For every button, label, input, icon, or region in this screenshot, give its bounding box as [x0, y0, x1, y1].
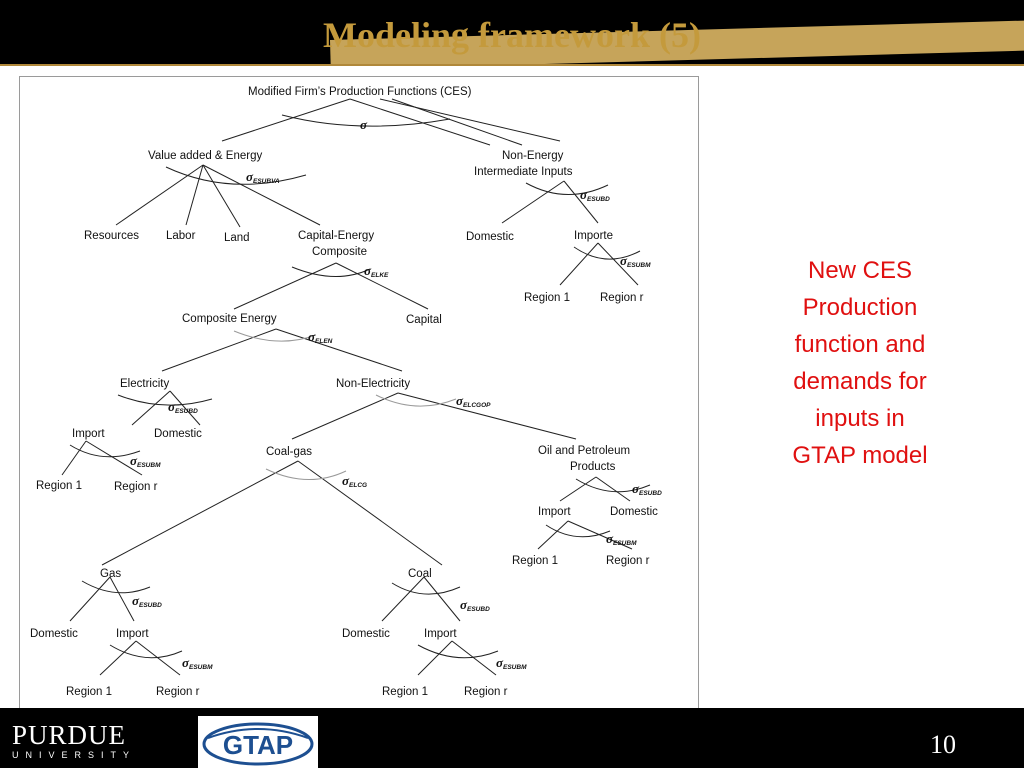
sigma-elcgop: σELCGOP [456, 393, 491, 409]
node-root: Modified Firm’s Production Functions (CE… [248, 86, 472, 98]
sigma-root: σ [360, 117, 368, 132]
node-gas-domestic: Domestic [30, 628, 78, 640]
purdue-logo-word: PURDUE [12, 720, 127, 750]
side-note-line: GTAP model [792, 442, 928, 469]
node-importe-region-1: Region 1 [524, 292, 570, 304]
tree-lines [61, 98, 651, 676]
node-labor: Labor [166, 230, 196, 242]
node-electricity-region-1: Region 1 [36, 480, 82, 492]
ces-nesting-diagram: Modified Firm’s Production Functions (CE… [19, 76, 699, 710]
slide-title: Modeling framework (5) [323, 15, 701, 55]
purdue-logo: PURDUE UNIVERSITY [12, 720, 152, 760]
gtap-logo: GTAP [198, 716, 318, 768]
sigma-elcg: σELCG [342, 473, 367, 489]
side-note-line: Production [802, 294, 918, 321]
node-capital-energy: Capital-Energy [298, 230, 374, 242]
node-electricity-domestic: Domestic [154, 428, 202, 440]
node-oil-petroleum: Oil and Petroleum [538, 445, 630, 457]
node-gas-import: Import [116, 628, 149, 640]
node-coal-import: Import [424, 628, 457, 640]
node-electricity-import: Import [72, 428, 105, 440]
sigma-elen: σELEN [308, 329, 333, 345]
sigma-esubm-importe: σESUBM [620, 253, 651, 269]
node-composite: Composite [312, 246, 367, 258]
purdue-logo-sub: UNIVERSITY [12, 750, 137, 760]
node-products: Products [570, 461, 616, 473]
page-number: 10 [930, 730, 956, 759]
node-gas: Gas [100, 568, 121, 580]
sigma-esubd-oil: σESUBD [632, 481, 662, 497]
node-electricity: Electricity [120, 378, 169, 390]
node-oil-region-1: Region 1 [512, 555, 558, 567]
node-resources: Resources [84, 230, 139, 242]
node-gas-region-r: Region r [156, 686, 200, 698]
node-coal-region-1: Region 1 [382, 686, 428, 698]
sigma-esubm-electricity: σESUBM [130, 453, 161, 469]
node-coal-region-r: Region r [464, 686, 508, 698]
side-note-line: function and [794, 331, 926, 358]
node-gas-region-1: Region 1 [66, 686, 112, 698]
footer-bar: PURDUE UNIVERSITY 10 [0, 708, 1024, 768]
sigma-esubd-non-energy: σESUBD [580, 187, 610, 203]
node-coal-domestic: Domestic [342, 628, 390, 640]
node-oil-domestic: Domestic [610, 506, 658, 518]
gtap-logo-word: GTAP [223, 730, 293, 760]
sigma-elke: σELKE [364, 263, 389, 279]
sigma-labels: σ σESUBVA σESUBD σESUBM σELKE σELEN σESU… [130, 117, 662, 671]
node-importe-region-r: Region r [600, 292, 644, 304]
gtap-logo-svg: GTAP [202, 722, 314, 766]
node-coal-gas: Coal-gas [266, 446, 312, 458]
node-electricity-region-r: Region r [114, 481, 158, 493]
node-coal: Coal [408, 568, 432, 580]
sigma-esubd-gas: σESUBD [132, 593, 162, 609]
node-land: Land [224, 232, 250, 244]
sigma-esubm-gas: σESUBM [182, 655, 213, 671]
title-bar: Modeling framework (5) [0, 0, 1024, 66]
sigma-esubm-coal: σESUBM [496, 655, 527, 671]
sigma-esubd-coal: σESUBD [460, 597, 490, 613]
side-note-line: inputs in [815, 405, 905, 432]
node-capital: Capital [406, 314, 442, 326]
sigma-esubva: σESUBVA [246, 169, 280, 185]
ces-tree-svg: Modified Firm’s Production Functions (CE… [30, 86, 662, 698]
node-importe: Importe [574, 230, 613, 242]
node-non-energy-domestic: Domestic [466, 231, 514, 243]
title-bar-gold-line [0, 64, 1024, 66]
node-intermediate-inputs: Intermediate Inputs [474, 166, 573, 178]
node-composite-energy: Composite Energy [182, 313, 277, 325]
node-oil-region-r: Region r [606, 555, 650, 567]
side-note: New CES Production function and demands … [760, 252, 960, 474]
node-oil-import: Import [538, 506, 571, 518]
side-note-line: demands for [793, 368, 927, 395]
sigma-esubm-oil: σESUBM [606, 531, 637, 547]
node-labels: Modified Firm’s Production Functions (CE… [30, 86, 658, 698]
node-value-added-energy: Value added & Energy [148, 150, 262, 162]
sigma-esubd-electricity: σESUBD [168, 399, 198, 415]
node-non-energy: Non-Energy [502, 150, 564, 162]
node-non-electricity: Non-Electricity [336, 378, 410, 390]
side-note-line: New CES [807, 257, 913, 284]
